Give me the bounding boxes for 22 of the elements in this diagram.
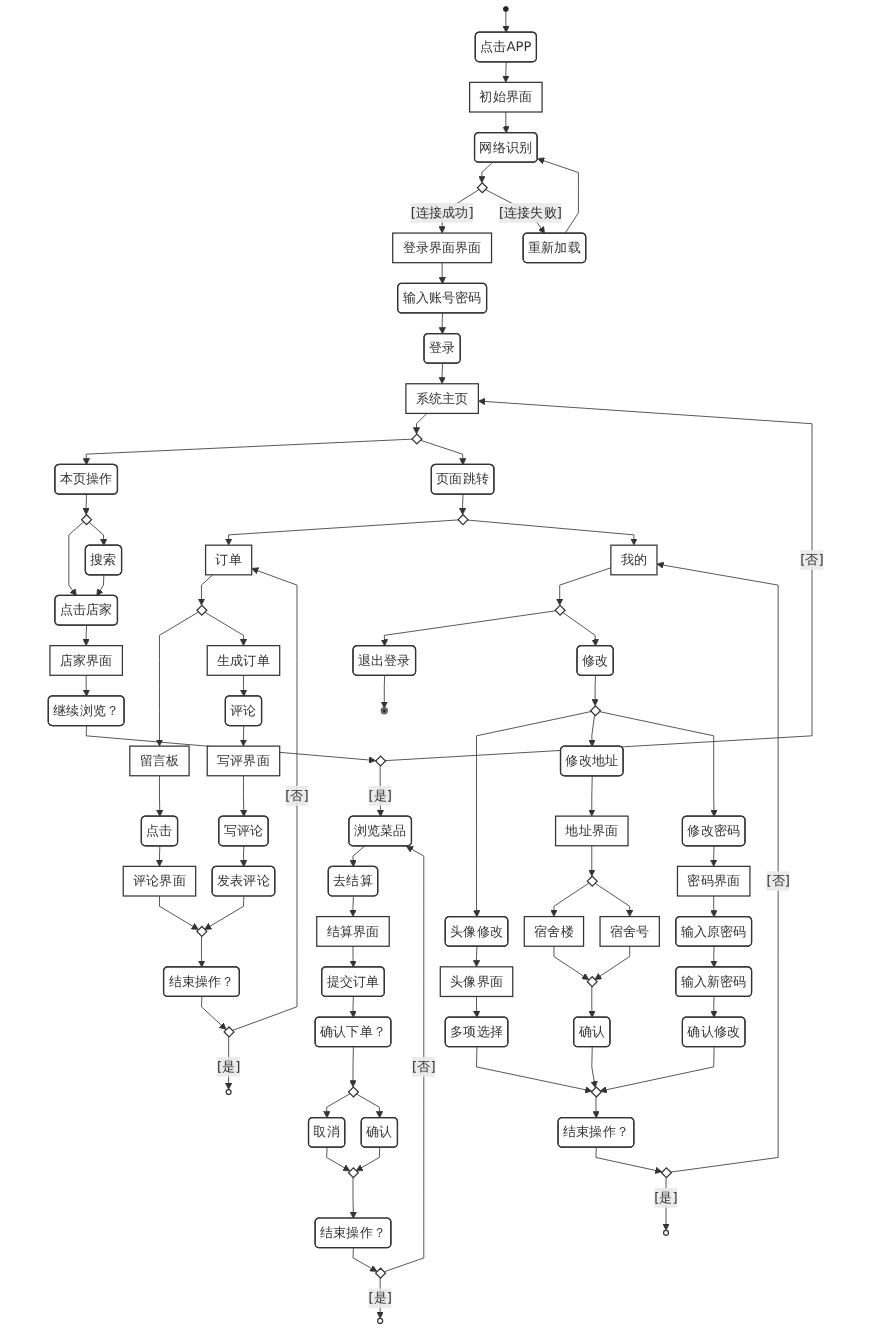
node-circle <box>225 1088 232 1096</box>
node-diamond <box>554 604 566 617</box>
node-diamond <box>347 1086 360 1098</box>
node-diamond <box>374 755 387 767</box>
node-diamond <box>196 925 208 938</box>
node-diamond <box>223 1026 235 1038</box>
node-diamond <box>196 604 208 617</box>
node-diamond <box>457 513 469 526</box>
node-circle <box>662 1229 670 1236</box>
node-diamond <box>586 875 599 887</box>
node-diamond <box>374 1267 387 1279</box>
node-diamond <box>586 975 599 988</box>
node-diamond <box>80 513 93 526</box>
node-diamond <box>476 181 489 194</box>
node-circle <box>377 1317 384 1325</box>
node-diamond <box>347 1166 360 1179</box>
node-circle <box>380 707 388 715</box>
node-diamond <box>660 1166 673 1179</box>
node-diamond <box>590 1086 603 1098</box>
node-circle <box>502 6 509 12</box>
node-diamond <box>411 433 423 445</box>
node-diamond <box>589 704 602 717</box>
